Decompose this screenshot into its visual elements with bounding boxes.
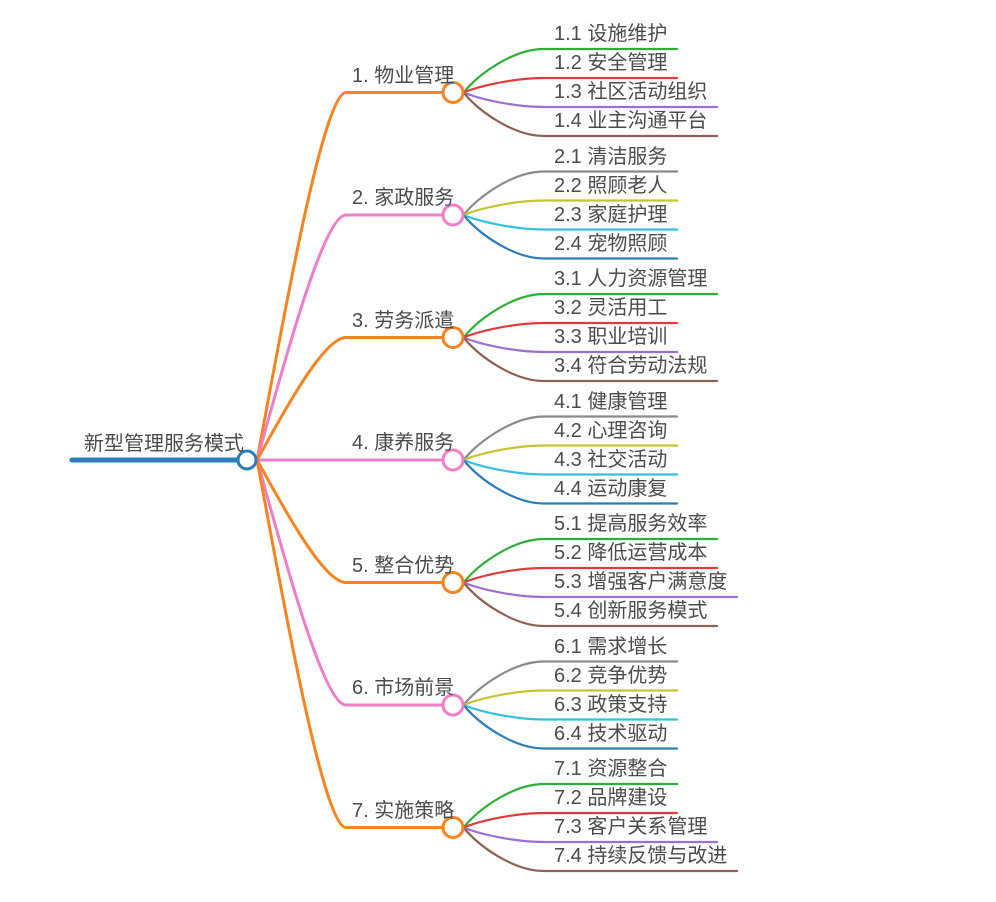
leaf-node-label[interactable]: 4.4 运动康复 <box>554 477 668 500</box>
leaf-node-label[interactable]: 4.2 心理咨询 <box>554 419 668 442</box>
branch-node-label[interactable]: 6. 市场前景 <box>352 677 455 699</box>
leaf-connector <box>462 458 679 505</box>
branch-connector <box>255 458 445 829</box>
leaf-connector <box>462 444 679 462</box>
leaf-connector <box>462 292 719 339</box>
leaf-connector <box>462 458 679 476</box>
root-node-label[interactable]: 新型管理服务模式 <box>84 433 244 455</box>
branch-node-handle[interactable] <box>441 81 465 104</box>
branch-connector <box>255 91 445 462</box>
leaf-node-label[interactable]: 3.3 职业培训 <box>554 326 668 348</box>
leaf-connector <box>462 336 719 383</box>
leaf-node-label[interactable]: 4.1 健康管理 <box>554 390 668 413</box>
branch-connector <box>255 458 445 707</box>
leaf-node-label[interactable]: 4.3 社交活动 <box>554 448 668 471</box>
leaf-connector <box>462 199 679 217</box>
leaf-connector <box>462 660 679 707</box>
leaf-connector <box>462 581 719 628</box>
branch-connector <box>255 336 445 462</box>
leaf-connector <box>462 213 679 231</box>
leaf-connector <box>462 91 719 138</box>
branch-connector <box>255 213 445 462</box>
leaf-connector <box>462 811 679 829</box>
leaf-node-label[interactable]: 1.4 业主沟通平台 <box>554 110 708 132</box>
leaf-connector <box>462 581 739 599</box>
leaf-connector <box>462 415 679 462</box>
branch-node-handle[interactable] <box>441 203 465 227</box>
leaf-connector <box>462 689 679 707</box>
leaf-node-label[interactable]: 2.4 宠物照顾 <box>554 232 668 255</box>
root-node-handle[interactable] <box>236 449 258 471</box>
leaf-connector <box>462 703 679 721</box>
leaf-connector <box>462 782 679 829</box>
leaf-connector <box>462 336 679 354</box>
leaf-node-label[interactable]: 7.1 资源整合 <box>554 758 668 780</box>
leaf-connector <box>462 826 719 844</box>
branch-node-handle[interactable] <box>441 326 465 349</box>
branch-node-handle[interactable] <box>441 816 465 839</box>
leaf-connector <box>462 826 739 873</box>
leaf-connector <box>462 213 679 260</box>
leaf-node-label[interactable]: 2.2 照顾老人 <box>554 174 668 197</box>
leaf-node-label[interactable]: 3.4 符合劳动法规 <box>554 355 708 377</box>
leaf-node-label[interactable]: 3.2 灵活用工 <box>554 297 668 319</box>
leaf-connector <box>462 321 679 339</box>
leaf-connector <box>462 566 719 584</box>
leaf-node-label[interactable]: 5.4 创新服务模式 <box>554 600 708 622</box>
leaf-node-label[interactable]: 7.3 客户关系管理 <box>554 816 708 838</box>
leaf-node-label[interactable]: 6.1 需求增长 <box>554 635 668 658</box>
branch-node-handle[interactable] <box>441 448 465 472</box>
leaf-connector <box>462 91 719 109</box>
branch-node-handle[interactable] <box>441 571 465 594</box>
leaf-node-label[interactable]: 3.1 人力资源管理 <box>554 268 708 290</box>
leaf-connector <box>462 47 679 94</box>
branch-node-handle[interactable] <box>441 693 465 717</box>
leaf-connector <box>462 703 679 750</box>
leaf-connector <box>462 537 719 584</box>
branch-node-label[interactable]: 7. 实施策略 <box>352 799 455 822</box>
branch-connector <box>255 458 445 584</box>
leaf-node-label[interactable]: 2.3 家庭护理 <box>554 203 668 226</box>
leaf-connector <box>462 170 679 217</box>
leaf-node-label[interactable]: 6.2 竞争优势 <box>554 664 668 687</box>
leaf-node-label[interactable]: 6.3 政策支持 <box>554 693 668 716</box>
branch-node-label[interactable]: 1. 物业管理 <box>352 64 455 87</box>
leaf-node-label[interactable]: 1.3 社区活动组织 <box>554 81 708 103</box>
leaf-node-label[interactable]: 1.2 安全管理 <box>554 52 668 74</box>
leaf-node-label[interactable]: 2.1 清洁服务 <box>554 145 668 168</box>
leaf-node-label[interactable]: 1.1 设施维护 <box>554 23 668 45</box>
leaf-connector <box>462 76 679 94</box>
branch-node-label[interactable]: 3. 劳务派遣 <box>352 309 455 332</box>
branch-node-label[interactable]: 4. 康养服务 <box>352 432 455 454</box>
leaf-node-label[interactable]: 7.4 持续反馈与改进 <box>554 845 728 867</box>
leaf-node-label[interactable]: 7.2 品牌建设 <box>554 787 668 809</box>
leaf-node-label[interactable]: 5.2 降低运营成本 <box>554 542 708 564</box>
branch-node-label[interactable]: 2. 家政服务 <box>352 187 455 209</box>
branch-node-label[interactable]: 5. 整合优势 <box>352 554 455 577</box>
leaf-node-label[interactable]: 5.1 提高服务效率 <box>554 513 708 535</box>
leaf-node-label[interactable]: 6.4 技术驱动 <box>554 722 668 745</box>
leaf-node-label[interactable]: 5.3 增强客户满意度 <box>554 571 728 593</box>
